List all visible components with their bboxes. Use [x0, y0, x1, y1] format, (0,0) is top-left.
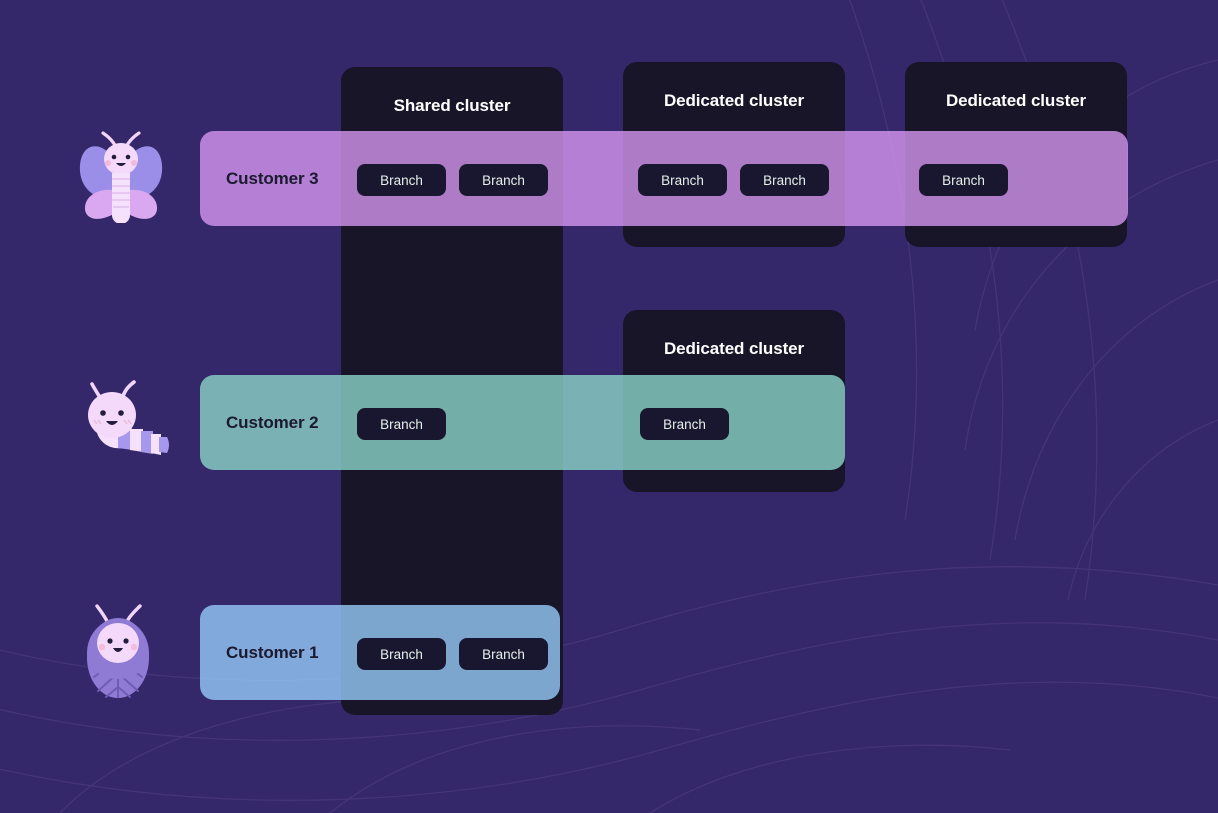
- branch-pill[interactable]: Branch: [357, 408, 446, 440]
- cocoon-icon: [87, 604, 149, 698]
- branch-label: Branch: [380, 172, 423, 188]
- branch-label: Branch: [380, 646, 423, 662]
- customer-band-customer-2[interactable]: Customer 2: [200, 375, 845, 470]
- butterfly-icon: [79, 131, 163, 223]
- branch-label: Branch: [380, 416, 423, 432]
- branch-pill[interactable]: Branch: [459, 638, 548, 670]
- branch-label: Branch: [661, 172, 704, 188]
- branch-label: Branch: [663, 416, 706, 432]
- branch-pill[interactable]: Branch: [357, 164, 446, 196]
- branch-pill[interactable]: Branch: [919, 164, 1008, 196]
- branch-pill[interactable]: Branch: [740, 164, 829, 196]
- customer-label: Customer 2: [226, 412, 319, 432]
- cluster-title: Shared cluster: [393, 96, 511, 115]
- branch-label: Branch: [482, 646, 525, 662]
- cluster-title: Dedicated cluster: [663, 339, 805, 358]
- caterpillar-icon: [88, 380, 169, 455]
- cluster-title: Dedicated cluster: [663, 91, 805, 110]
- customer-label: Customer 1: [226, 642, 319, 662]
- branch-label: Branch: [942, 172, 985, 188]
- branch-pill[interactable]: Branch: [640, 408, 729, 440]
- branch-pill[interactable]: Branch: [638, 164, 727, 196]
- customer-label: Customer 3: [226, 168, 319, 188]
- branch-label: Branch: [482, 172, 525, 188]
- branch-pill[interactable]: Branch: [357, 638, 446, 670]
- cluster-title: Dedicated cluster: [945, 91, 1087, 110]
- branch-label: Branch: [763, 172, 806, 188]
- branch-pill[interactable]: Branch: [459, 164, 548, 196]
